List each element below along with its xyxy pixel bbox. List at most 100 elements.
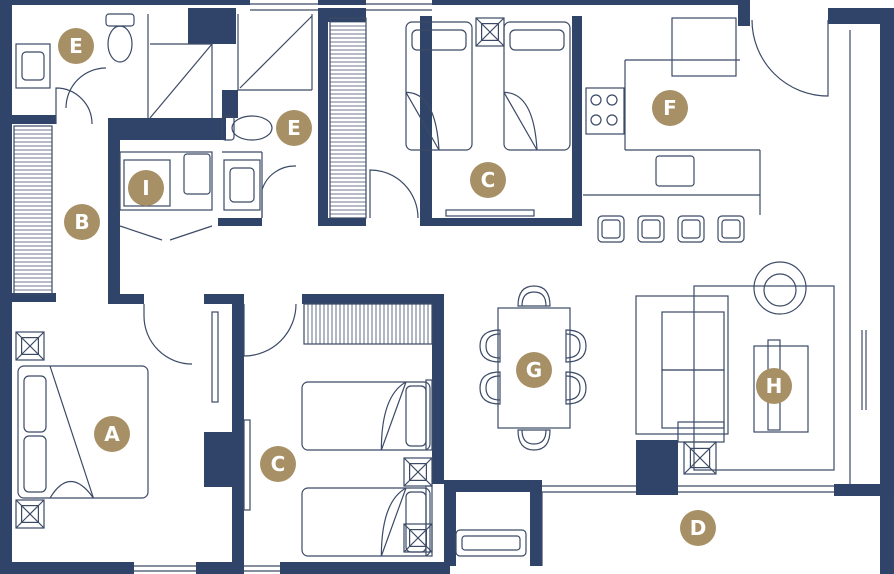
wall-segment <box>218 218 262 226</box>
dining-chair <box>565 371 587 405</box>
room-badge <box>680 510 716 546</box>
burner <box>606 94 618 106</box>
room-badge <box>128 170 164 206</box>
fixtures <box>13 13 835 557</box>
wall-segment <box>302 294 442 304</box>
room-badge <box>260 446 296 482</box>
coffee-table <box>753 345 809 433</box>
wall-segment <box>432 0 750 5</box>
wall-segment <box>834 484 884 496</box>
wall-segment <box>204 294 244 304</box>
room-label-dining: G <box>516 352 552 388</box>
nightstand <box>403 457 433 487</box>
wall-segment <box>108 118 226 140</box>
room-badge <box>58 28 94 64</box>
room-badge <box>516 352 552 388</box>
room-label-bathroom-center: E <box>276 110 312 146</box>
washing-machine <box>123 159 171 207</box>
wall-segment <box>232 300 244 568</box>
refrigerator <box>671 17 737 77</box>
toilet-tank <box>221 115 235 141</box>
sliding-door <box>243 419 251 511</box>
bar-stool <box>717 215 745 243</box>
wall-segment <box>572 16 582 226</box>
sofa-cushion <box>661 311 725 371</box>
room-label-bathroom-top-left: E <box>58 28 94 64</box>
room-badge <box>64 204 100 240</box>
room-letter: D <box>690 516 707 540</box>
side-table <box>683 441 717 475</box>
kitchen-sink <box>655 155 695 187</box>
bar-stool <box>677 215 705 243</box>
burner <box>590 114 602 126</box>
wall-segment <box>636 440 678 495</box>
room-letter: C <box>271 452 286 476</box>
dining-chair <box>565 329 587 363</box>
room-badge <box>652 90 688 126</box>
wall-segment <box>12 115 56 124</box>
room-letter: C <box>481 168 496 192</box>
burner <box>606 114 618 126</box>
single-bed <box>405 21 473 151</box>
dining-chair <box>479 329 501 363</box>
door-swing <box>261 165 297 218</box>
wall-segment <box>444 480 542 492</box>
burner <box>590 94 602 106</box>
bench <box>445 209 535 217</box>
side-table <box>677 421 725 443</box>
room-label-bedroom-bottom: C <box>260 446 296 482</box>
wall-segment <box>420 218 580 226</box>
room-letter: G <box>526 358 542 382</box>
bar-stool <box>637 215 665 243</box>
double-bed <box>17 365 149 499</box>
dining-chair <box>517 285 551 307</box>
laundry-door <box>119 225 163 241</box>
toilet <box>231 115 273 141</box>
sofa <box>635 295 729 435</box>
dining-chair <box>479 371 501 405</box>
room-letter: E <box>69 34 83 58</box>
wall-segment <box>108 118 120 303</box>
armchair-seat <box>763 273 797 307</box>
wall-segment <box>0 0 250 5</box>
wall-segment <box>738 2 750 26</box>
sink <box>223 159 261 211</box>
wall-segment <box>318 0 366 5</box>
room-label-bedroom-top: C <box>470 162 506 198</box>
dining-table <box>497 307 571 429</box>
laundry-counter <box>119 151 213 211</box>
room-badge <box>756 368 792 404</box>
door-swing <box>55 87 93 125</box>
single-bed <box>301 381 431 451</box>
shower-tray <box>239 15 313 89</box>
nightstand <box>403 523 433 553</box>
single-bed <box>503 21 571 151</box>
door-swing <box>143 304 193 365</box>
wall-segment <box>880 22 894 574</box>
wall-segment <box>0 562 134 574</box>
sink-basin <box>229 167 255 203</box>
room-badge <box>94 416 130 452</box>
laundry-door <box>169 225 213 241</box>
wall-segment <box>444 486 456 566</box>
wall-segment <box>420 16 432 226</box>
wall-segment <box>204 432 234 487</box>
outdoor-furniture <box>461 535 521 551</box>
wall-segment <box>828 8 894 24</box>
room-badge <box>470 162 506 198</box>
room-badge <box>276 110 312 146</box>
nightstand <box>15 499 45 529</box>
wall-segment <box>280 562 450 574</box>
wall-segment <box>108 294 144 304</box>
laundry-sink <box>183 153 211 195</box>
shower-tray <box>149 43 213 119</box>
toilet <box>107 25 133 63</box>
room-letter: H <box>766 374 783 398</box>
sofa-cushion <box>661 369 725 429</box>
door-swing <box>243 303 297 357</box>
wall-segment <box>432 294 444 484</box>
outdoor-furniture <box>455 529 527 557</box>
room-label-living: H <box>756 368 792 404</box>
